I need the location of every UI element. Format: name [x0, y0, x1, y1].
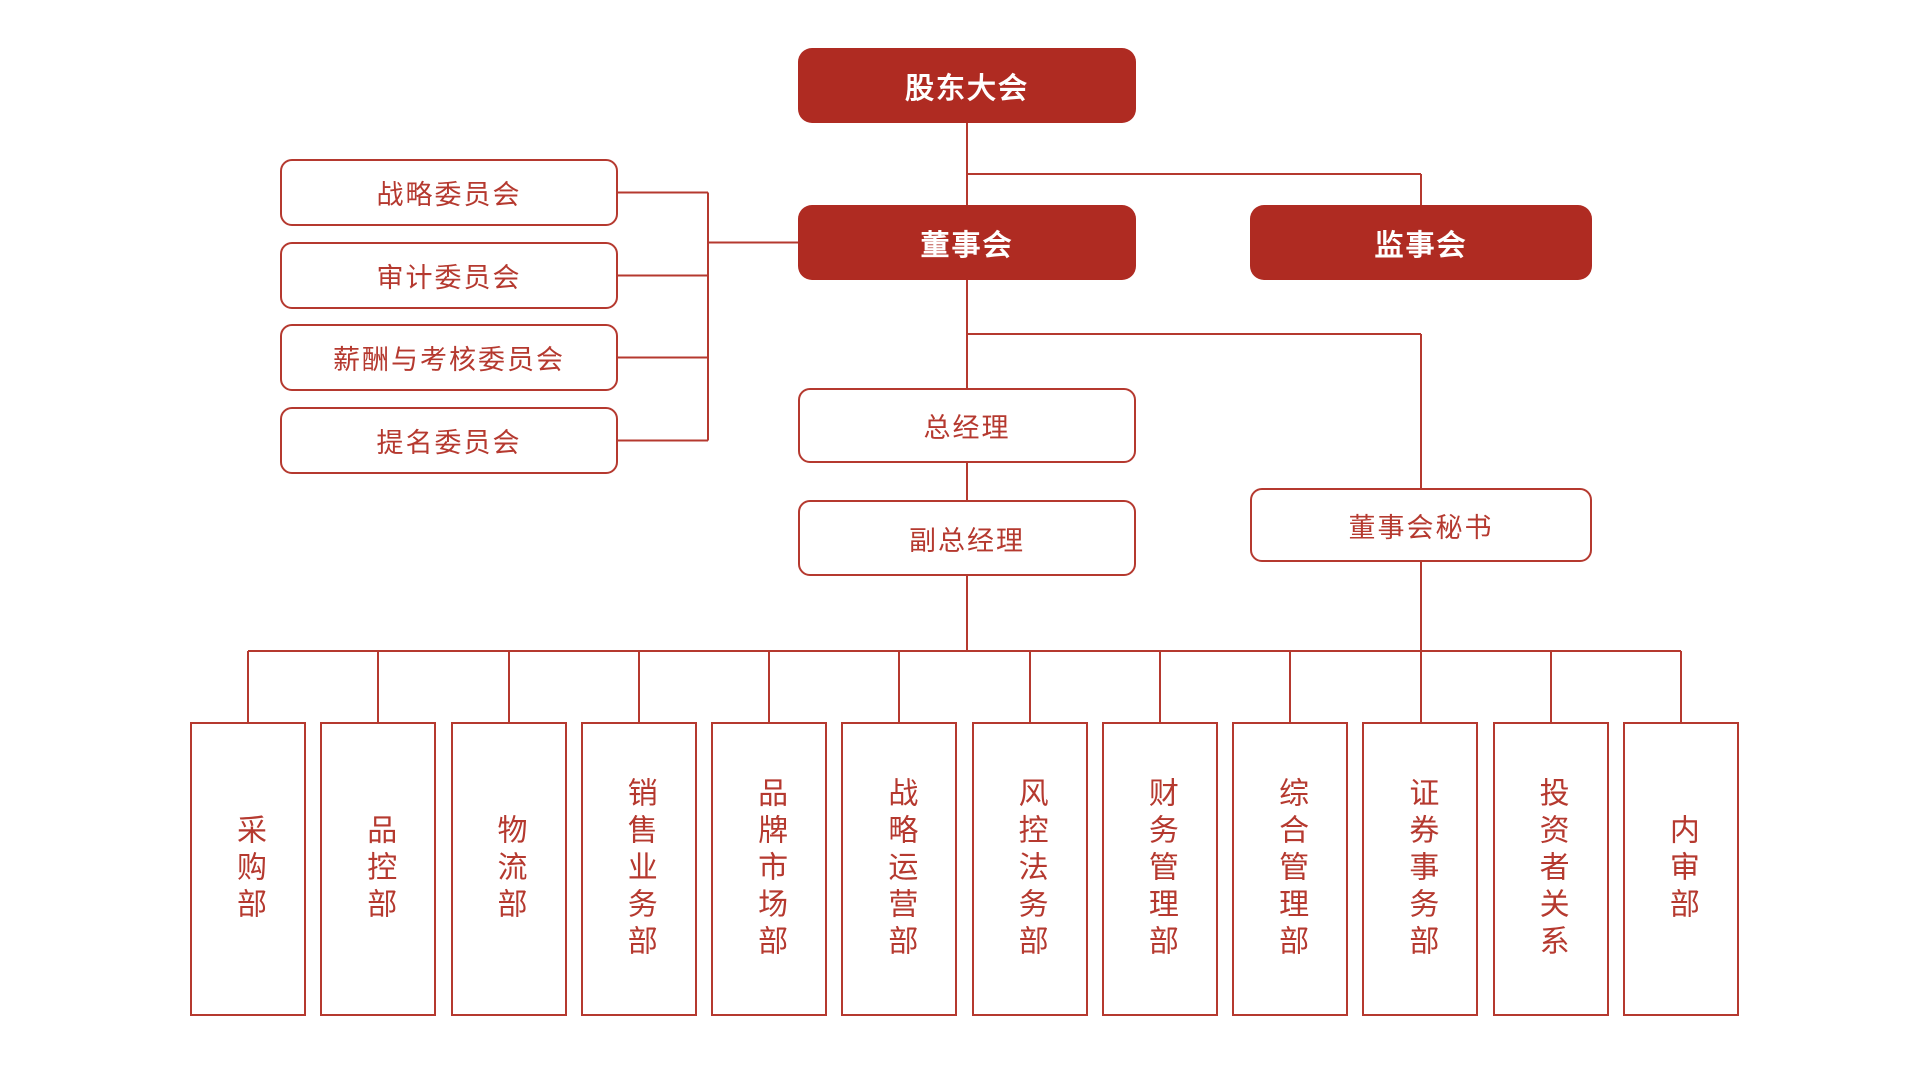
node-nomination-committee: 提名委员会	[280, 407, 618, 474]
node-dept-sales-business: 销售业务部	[580, 722, 697, 1016]
node-dept-quality-control: 品控部	[320, 722, 437, 1016]
node-dept-securities-affairs: 证券事务部	[1362, 722, 1479, 1016]
node-dept-strategy-operations: 战略运营部	[841, 722, 958, 1016]
node-audit-committee: 审计委员会	[280, 242, 618, 309]
node-deputy-general-manager: 副总经理	[798, 500, 1136, 576]
node-dept-finance-management: 财务管理部	[1101, 722, 1218, 1016]
node-dept-procurement: 采购部	[190, 722, 306, 1016]
node-dept-logistics: 物流部	[450, 722, 567, 1016]
node-dept-brand-marketing: 品牌市场部	[711, 722, 828, 1016]
node-supervisory-board: 监事会	[1250, 205, 1592, 280]
departments-row: 采购部 品控部 物流部 销售业务部 品牌市场部 战略运营部 风控法务部 财务管理…	[190, 722, 1739, 1016]
node-dept-general-management: 综合管理部	[1232, 722, 1349, 1016]
node-dept-risk-legal: 风控法务部	[971, 722, 1088, 1016]
node-dept-investor-relations: 投资者关系	[1492, 722, 1609, 1016]
node-general-manager: 总经理	[798, 388, 1136, 463]
node-dept-internal-audit: 内审部	[1622, 722, 1739, 1016]
node-strategy-committee: 战略委员会	[280, 159, 618, 226]
node-compensation-assessment-committee: 薪酬与考核委员会	[280, 324, 618, 391]
node-board-of-directors: 董事会	[798, 205, 1136, 280]
node-shareholders-meeting: 股东大会	[798, 48, 1136, 123]
node-board-secretary: 董事会秘书	[1250, 488, 1592, 562]
